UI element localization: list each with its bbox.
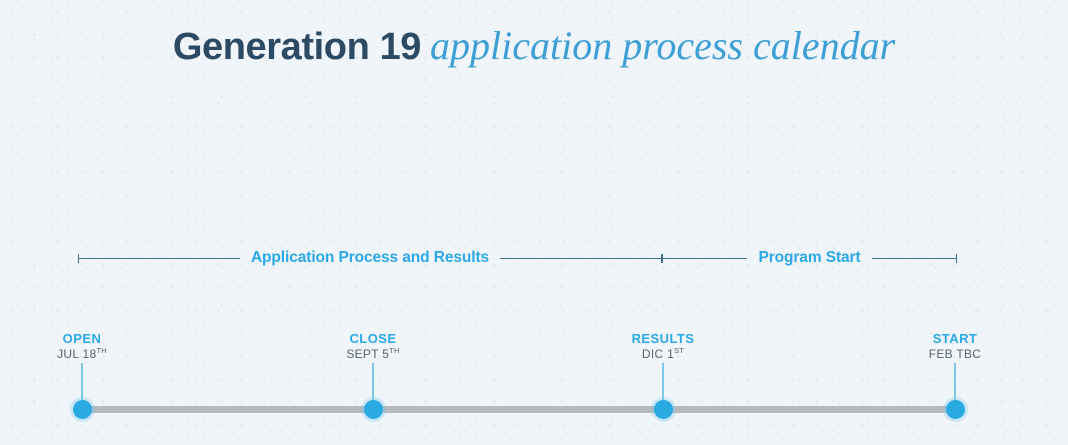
timeline-dot-close[interactable] [363, 400, 383, 419]
phase-bracket-application: Application Process and Results [78, 246, 663, 270]
timeline [0, 400, 1068, 424]
milestone-date: DIC 1ST [641, 346, 685, 362]
timeline-dot-open[interactable] [72, 400, 92, 419]
timeline-dot-results[interactable] [653, 400, 673, 419]
milestone-stem-line [662, 363, 664, 400]
milestone-name: CLOSE [349, 331, 397, 346]
milestone-name: OPEN [62, 331, 102, 346]
phase-bracket-row: Application Process and Results Program … [0, 246, 1068, 270]
bracket-line-right [500, 257, 662, 259]
timeline-dot-start[interactable] [945, 400, 965, 419]
milestone-date: JUL 18TH [57, 346, 107, 362]
milestone-date-suffix: TH [96, 346, 107, 356]
bracket-cap-right-icon [956, 253, 957, 263]
phase-label-application: Application Process and Results [250, 249, 490, 267]
milestone-stem-line [81, 363, 83, 400]
milestone-stem-line [954, 363, 956, 400]
milestone-name: RESULTS [631, 331, 695, 346]
bracket-cap-right-icon [661, 253, 663, 263]
bracket-cap-left-icon [78, 253, 79, 263]
milestone-start: START FEB TBC [845, 331, 1065, 400]
milestone-stem-line [372, 363, 374, 400]
phase-bracket-program: Program Start [662, 246, 957, 270]
milestone-date-suffix: TH [389, 346, 400, 356]
milestone-close: CLOSE SEPT 5TH [263, 331, 483, 400]
timeline-track [82, 406, 955, 413]
milestone-open: OPEN JUL 18TH [0, 331, 192, 400]
page-title-italic: application process calendar [430, 23, 896, 68]
phase-label-program: Program Start [758, 249, 861, 267]
bracket-line-right [871, 257, 956, 259]
milestone-date: SEPT 5TH [346, 346, 400, 362]
milestone-results: RESULTS DIC 1ST [553, 331, 773, 400]
milestone-date: FEB TBC [928, 347, 982, 362]
bracket-line-left [79, 257, 240, 259]
page-title-strong: Generation 19 [172, 26, 422, 68]
milestone-date-suffix: ST [674, 346, 685, 356]
bracket-line-left [663, 257, 748, 259]
milestone-name: START [932, 331, 978, 346]
bracket-cap-left-icon [662, 253, 663, 263]
